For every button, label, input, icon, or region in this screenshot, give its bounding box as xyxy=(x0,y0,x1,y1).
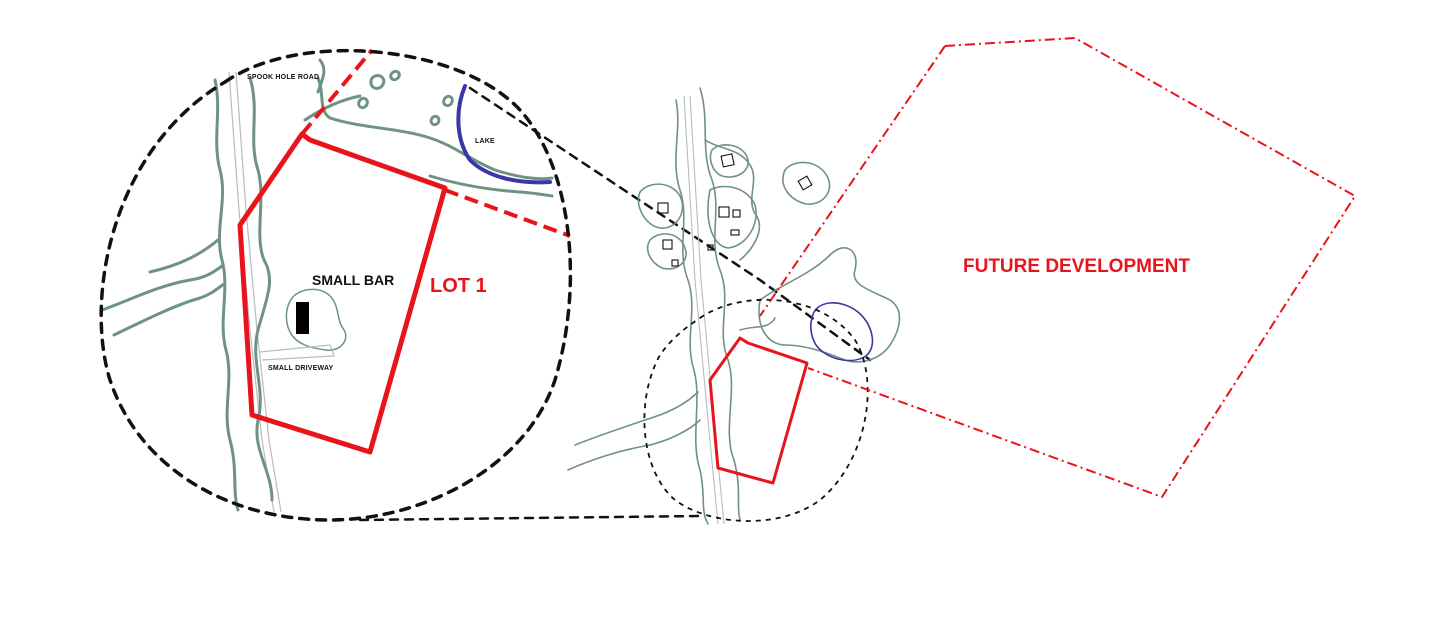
overview-map xyxy=(567,87,901,525)
vegetation-lines xyxy=(100,58,554,512)
lot-1-label: LOT 1 xyxy=(430,275,487,297)
lake-label: LAKE xyxy=(475,138,495,145)
future-development-link xyxy=(759,45,946,317)
lot-extension-east xyxy=(444,188,571,238)
lot-1-boundary xyxy=(237,131,448,455)
lake-shoreline xyxy=(456,84,552,185)
overview-road xyxy=(683,95,725,525)
overview-vegetation xyxy=(567,87,901,525)
future-development-label: FUTURE DEVELOPMENT xyxy=(963,256,1190,277)
small-driveway xyxy=(259,344,335,361)
overview-lot-1 xyxy=(708,336,809,485)
driveway-label: SMALL DRIVEWAY xyxy=(268,365,334,372)
small-bar-building xyxy=(296,302,309,334)
future-development-area: FUTURE DEVELOPMENT xyxy=(759,37,1356,498)
road-label: SPOOK HOLE ROAD xyxy=(247,74,319,81)
overview-focus-circle xyxy=(643,298,869,522)
small-bar-label: SMALL BAR xyxy=(312,272,394,288)
overview-lake xyxy=(810,302,874,362)
zoom-connectors xyxy=(358,86,872,522)
lot-extension-north xyxy=(300,48,374,136)
detail-magnifier-circle xyxy=(99,48,573,522)
detail-view: SPOOK HOLE ROAD LAKE SMALL BAR LOT 1 SMA… xyxy=(99,48,573,522)
future-development-boundary xyxy=(807,37,1356,498)
overview-buildings xyxy=(657,153,813,267)
